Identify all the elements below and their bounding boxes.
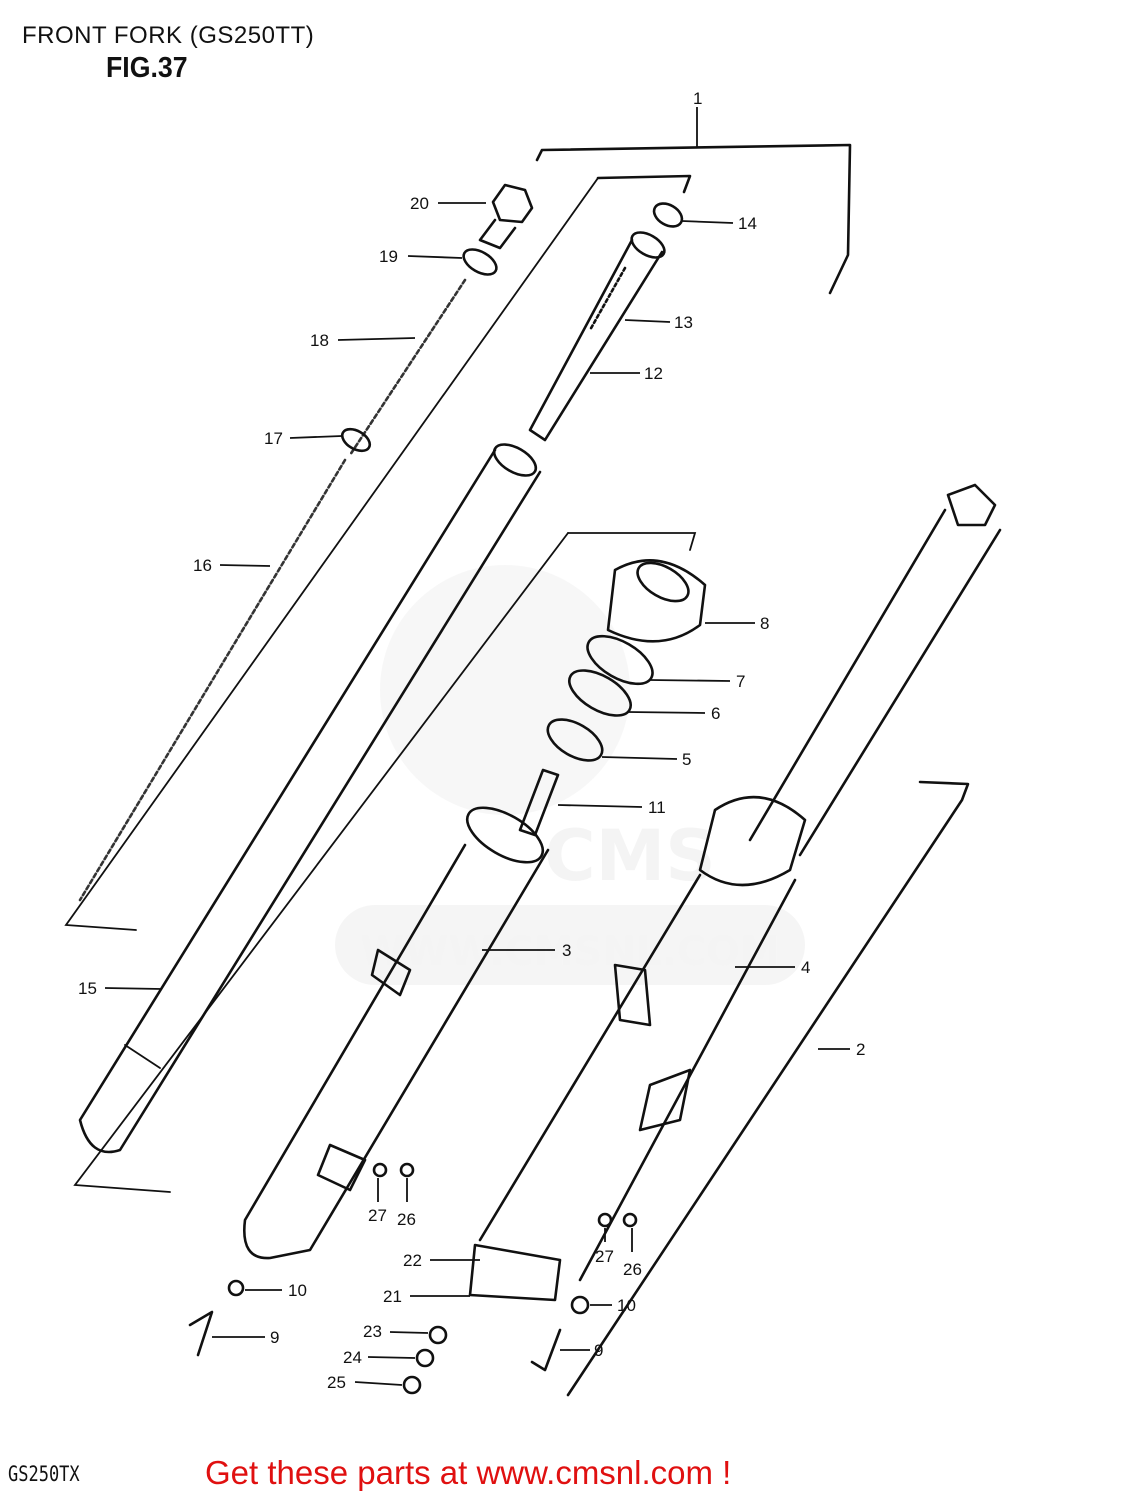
callout-26b: 26 <box>623 1260 642 1279</box>
bracket-1 <box>535 143 852 295</box>
callout-23: 23 <box>363 1322 382 1341</box>
left-outer-tube <box>242 768 560 1260</box>
callout-5: 5 <box>682 750 691 769</box>
callout-7: 7 <box>736 672 745 691</box>
callout-9b: 9 <box>594 1341 603 1360</box>
callout-13: 13 <box>674 313 693 332</box>
callout-15: 15 <box>78 979 97 998</box>
callout-22: 22 <box>403 1251 422 1270</box>
watermark: WWW.CMSNL.COM CMS <box>335 565 805 985</box>
hardware <box>188 1162 638 1395</box>
callout-9a: 9 <box>270 1328 279 1347</box>
watermark-logo: CMS <box>544 815 715 897</box>
callout-10b: 10 <box>617 1296 636 1315</box>
callout-3: 3 <box>562 941 571 960</box>
callout-10a: 10 <box>288 1281 307 1300</box>
callout-6: 6 <box>711 704 720 723</box>
callout-19: 19 <box>379 247 398 266</box>
callout-16: 16 <box>193 556 212 575</box>
callout-17: 17 <box>264 429 283 448</box>
callout-11: 11 <box>648 798 666 817</box>
callout-2: 2 <box>856 1040 865 1059</box>
callout-21: 21 <box>383 1287 402 1306</box>
callout-27b: 27 <box>595 1247 614 1266</box>
right-fork-assembly <box>468 483 1002 1302</box>
callout-25: 25 <box>327 1373 346 1392</box>
damper-rod <box>528 231 666 442</box>
callout-26a: 26 <box>397 1210 416 1229</box>
callout-24: 24 <box>343 1348 362 1367</box>
model-code: GS250TX <box>8 1462 80 1487</box>
callout-labels: 1 2 3 4 5 6 7 8 9 9 10 10 11 12 13 14 15… <box>78 89 865 1392</box>
callout-27a: 27 <box>368 1206 387 1225</box>
callout-12: 12 <box>644 364 663 383</box>
callout-18: 18 <box>310 331 329 350</box>
dust-seal <box>606 559 707 643</box>
watermark-url: WWW.CMSNL.COM <box>360 929 780 975</box>
callout-14: 14 <box>738 214 757 233</box>
callout-8: 8 <box>760 614 769 633</box>
figure-label: FIG.37 <box>106 52 188 84</box>
fork-cap-bolt <box>478 183 534 250</box>
bracket-2 <box>566 780 970 1397</box>
leader-lines <box>104 202 850 1386</box>
callout-4: 4 <box>801 958 810 977</box>
callout-20: 20 <box>410 194 429 213</box>
callout-1: 1 <box>693 89 702 108</box>
parts-cta-link[interactable]: Get these parts at www.cmsnl.com ! <box>205 1454 732 1491</box>
page-title: FRONT FORK (GS250TT) <box>22 22 315 49</box>
inner-fork-tube <box>78 443 542 1154</box>
